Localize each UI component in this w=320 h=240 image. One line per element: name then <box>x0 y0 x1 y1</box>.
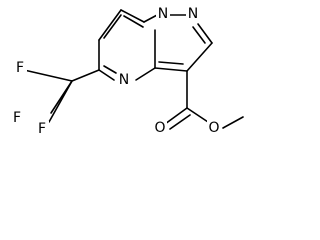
bond-c3-c3a <box>154 67 188 72</box>
bond-c6-double <box>103 14 122 39</box>
bond-cf3-f1 <box>23 69 73 82</box>
atom-o-carbonyl: O <box>154 120 165 136</box>
bond-ccarbonyl-o-ester <box>186 107 209 123</box>
bond-c5-cf3 <box>71 69 100 82</box>
bonds <box>23 9 244 130</box>
bond-n2-c2 <box>197 23 213 44</box>
bond-c2-c3 <box>186 42 213 72</box>
atom-n2: N <box>188 6 198 22</box>
bond-ccarbonyl-o-double-b <box>169 114 191 130</box>
atom-f2: F <box>13 110 21 126</box>
bond-n4-c5 <box>98 69 115 81</box>
atom-n1: N <box>158 6 168 22</box>
bond-c6-c6b <box>98 9 122 41</box>
bond-ccarbonyl-o-double-a <box>164 107 188 125</box>
bond-n4-c5-double <box>103 65 117 74</box>
bond-cf3-f3 <box>48 80 73 123</box>
bond-c3-c3a-double <box>158 61 184 65</box>
bond-c6-c7a <box>120 9 145 23</box>
bond-n2-c2-double <box>192 26 206 44</box>
atom-f3: F <box>38 121 46 137</box>
atom-n4: N <box>119 72 129 88</box>
chemical-structure: N N N F F F O O <box>10 6 244 137</box>
atom-o-ester: O <box>208 120 219 136</box>
bond-c3a-n4 <box>135 67 156 81</box>
bond-c6-c7b <box>123 15 144 28</box>
atom-f1: F <box>16 60 24 76</box>
atom-labels: N N N F F F O O <box>10 6 221 137</box>
bond-o-methyl <box>222 116 244 129</box>
